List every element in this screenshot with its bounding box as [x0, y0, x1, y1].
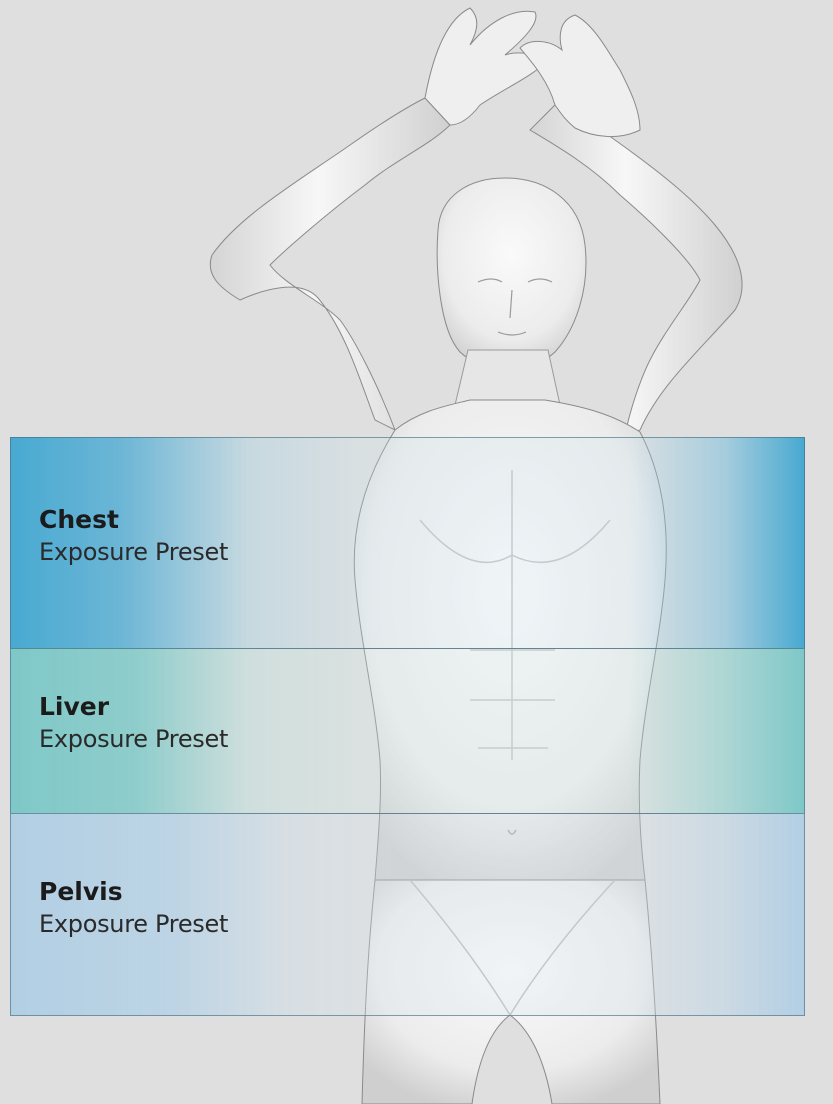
pelvis-zone-subtitle: Exposure Preset	[39, 908, 228, 940]
head	[437, 178, 586, 367]
neck	[455, 350, 560, 405]
chest-zone-label: Chest Exposure Preset	[39, 504, 228, 568]
pelvis-zone-label: Pelvis Exposure Preset	[39, 876, 228, 940]
liver-exposure-zone[interactable]: Liver Exposure Preset	[10, 648, 805, 814]
left-arm	[210, 98, 450, 430]
liver-zone-subtitle: Exposure Preset	[39, 723, 228, 755]
chest-exposure-zone[interactable]: Chest Exposure Preset	[10, 437, 805, 649]
liver-zone-label: Liver Exposure Preset	[39, 691, 228, 755]
chest-zone-title: Chest	[39, 504, 228, 536]
chest-zone-subtitle: Exposure Preset	[39, 536, 228, 568]
liver-zone-title: Liver	[39, 691, 228, 723]
right-hand	[520, 15, 640, 137]
pelvis-exposure-zone[interactable]: Pelvis Exposure Preset	[10, 813, 805, 1016]
left-hand	[425, 8, 545, 125]
pelvis-zone-title: Pelvis	[39, 876, 228, 908]
